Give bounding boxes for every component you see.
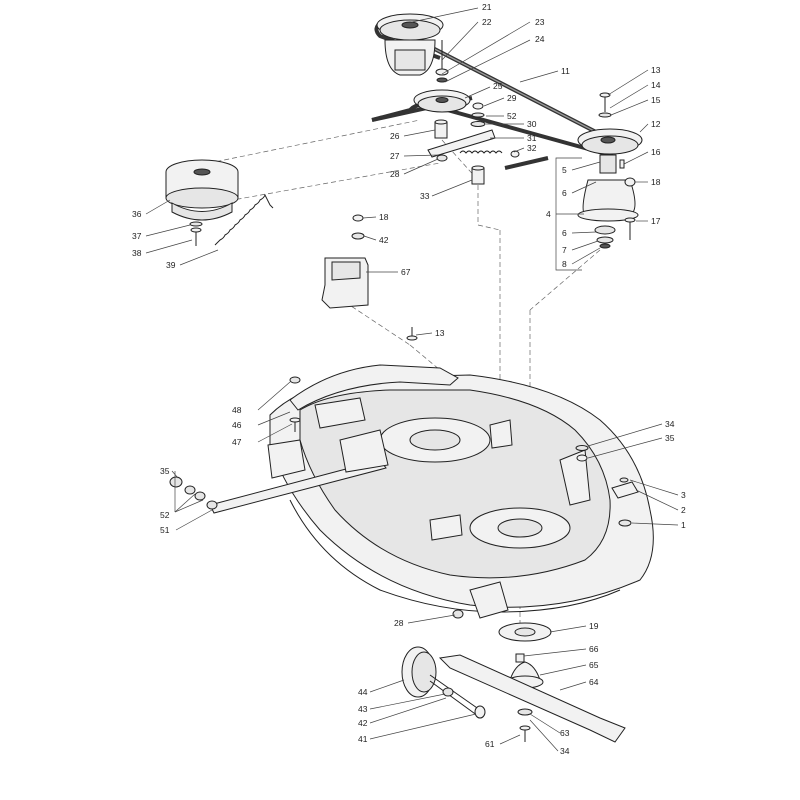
callout-30: 30 (527, 119, 537, 129)
leader-lines (145, 7, 679, 752)
callout-35: 35 (160, 466, 170, 476)
callout-4: 4 (546, 209, 551, 219)
top-pulley-assembly (376, 13, 449, 83)
callout-63: 63 (560, 728, 570, 738)
callout-36: 36 (132, 209, 142, 219)
callout-18: 18 (379, 212, 389, 222)
callout-33: 33 (420, 191, 430, 201)
bracket-plate (321, 214, 418, 341)
callout-21: 21 (482, 2, 492, 12)
callout-1: 1 (681, 520, 686, 530)
callout-32: 32 (527, 143, 537, 153)
callout-25: 25 (493, 81, 503, 91)
right-pulley-spindle (577, 92, 643, 249)
callout-34: 34 (560, 746, 570, 756)
callout-13: 13 (651, 65, 661, 75)
callout-46: 46 (232, 420, 242, 430)
callout-23: 23 (535, 17, 545, 27)
callout-31: 31 (527, 133, 537, 143)
callout-22: 22 (482, 17, 492, 27)
callout-35: 35 (665, 433, 675, 443)
callout-5: 5 (562, 165, 567, 175)
part-callouts: 21 22 23 24 11 25 29 52 30 26 31 32 27 2… (132, 2, 686, 756)
electric-clutch (165, 159, 239, 246)
idler-pulley (413, 89, 471, 113)
tensioner-assembly (427, 102, 520, 185)
callout-24: 24 (535, 34, 545, 44)
callout-8: 8 (562, 259, 567, 269)
deck-arm (289, 364, 459, 432)
callout-7: 7 (562, 245, 567, 255)
callout-11: 11 (561, 66, 570, 76)
callout-42: 42 (358, 718, 368, 728)
deck-wheel (401, 581, 509, 719)
callout-13: 13 (435, 328, 445, 338)
callout-38: 38 (132, 248, 142, 258)
callout-6: 6 (562, 228, 567, 238)
callout-28: 28 (394, 618, 404, 628)
callout-17: 17 (651, 216, 661, 226)
callout-16: 16 (651, 147, 661, 157)
callout-42: 42 (379, 235, 389, 245)
callout-47: 47 (232, 437, 242, 447)
callout-18: 18 (651, 177, 661, 187)
callout-64: 64 (589, 677, 599, 687)
callout-37: 37 (132, 231, 142, 241)
callout-44: 44 (358, 687, 368, 697)
callout-26: 26 (390, 131, 400, 141)
callout-12: 12 (651, 119, 661, 129)
lift-linkage (169, 397, 389, 514)
callout-6: 6 (562, 188, 567, 198)
callout-27: 27 (390, 151, 400, 161)
callout-52: 52 (507, 111, 517, 121)
right-hardware (575, 445, 639, 499)
callout-3: 3 (681, 490, 686, 500)
callout-28: 28 (390, 169, 400, 179)
callout-39: 39 (166, 260, 176, 270)
tension-spring (214, 193, 274, 246)
callout-19: 19 (589, 621, 599, 631)
callout-34: 34 (665, 419, 675, 429)
callout-43: 43 (358, 704, 368, 714)
callout-66: 66 (589, 644, 599, 654)
callout-48: 48 (232, 405, 242, 415)
callout-14: 14 (651, 80, 661, 90)
callout-15: 15 (651, 95, 661, 105)
callout-67: 67 (401, 267, 411, 277)
callout-41: 41 (358, 734, 368, 744)
callout-65: 65 (589, 660, 599, 670)
callout-52: 52 (160, 510, 170, 520)
callout-29: 29 (507, 93, 517, 103)
blade-assembly (438, 622, 626, 743)
callout-2: 2 (681, 505, 686, 515)
callout-51: 51 (160, 525, 170, 535)
callout-61: 61 (485, 739, 495, 749)
